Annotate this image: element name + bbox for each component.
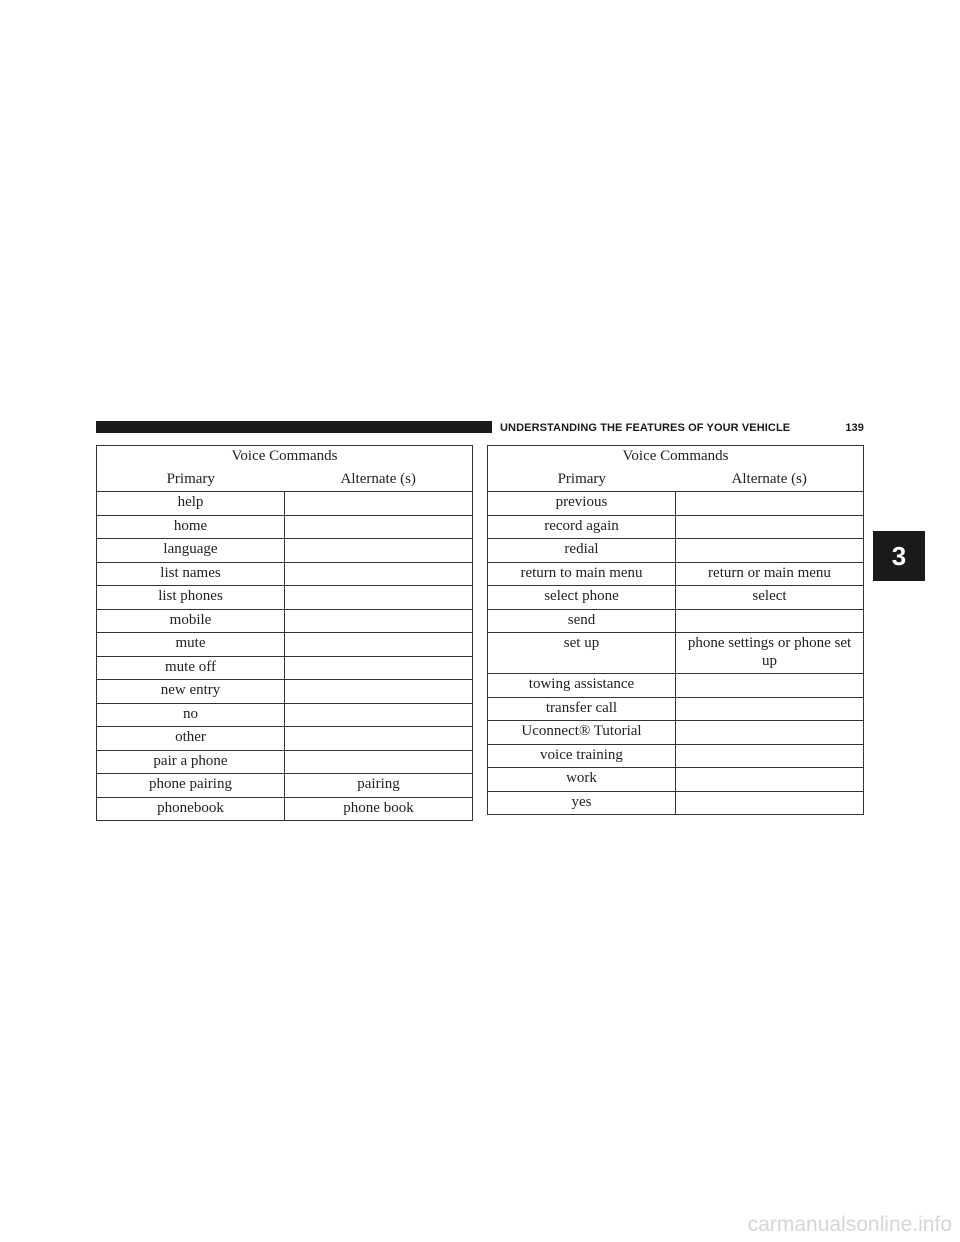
- alternate-command-cell: [284, 749, 473, 774]
- primary-command-cell: Uconnect® Tutorial: [487, 720, 676, 745]
- alternate-command-cell: [675, 538, 864, 563]
- alternate-command-cell: [675, 790, 864, 815]
- table-row: no: [96, 702, 473, 727]
- primary-command-cell: redial: [487, 538, 676, 563]
- primary-command-cell: voice training: [487, 743, 676, 768]
- alternate-command-cell: [675, 696, 864, 721]
- table-row: redial: [487, 538, 864, 563]
- table-row: record again: [487, 514, 864, 539]
- primary-command-cell: mute off: [96, 655, 285, 680]
- table-row: send: [487, 608, 864, 633]
- primary-command-cell: record again: [487, 514, 676, 539]
- primary-command-cell: home: [96, 514, 285, 539]
- table-title: Voice Commands: [96, 445, 473, 469]
- chapter-tab: 3: [873, 531, 925, 581]
- column-header: Primary: [487, 468, 676, 492]
- primary-command-cell: previous: [487, 491, 676, 516]
- alternate-command-cell: [284, 655, 473, 680]
- table-row: help: [96, 491, 473, 516]
- alternate-command-cell: [284, 491, 473, 516]
- column-header: Alternate (s): [284, 468, 473, 492]
- column-header: Alternate (s): [675, 468, 864, 492]
- alternate-command-cell: [675, 491, 864, 516]
- alternate-command-cell: [675, 720, 864, 745]
- primary-command-cell: list phones: [96, 585, 285, 610]
- primary-command-cell: pair a phone: [96, 749, 285, 774]
- primary-command-cell: transfer call: [487, 696, 676, 721]
- primary-command-cell: yes: [487, 790, 676, 815]
- table-row: home: [96, 514, 473, 539]
- watermark: carmanualsonline.info: [747, 1213, 952, 1236]
- alternate-command-cell: [284, 726, 473, 751]
- table-row: pair a phone: [96, 749, 473, 774]
- table-row: voice training: [487, 743, 864, 768]
- primary-command-cell: return to main menu: [487, 561, 676, 586]
- primary-command-cell: mobile: [96, 608, 285, 633]
- table-row: transfer call: [487, 696, 864, 721]
- table-row: list names: [96, 561, 473, 586]
- alternate-command-cell: phone book: [284, 796, 473, 821]
- table-row: previous: [487, 491, 864, 516]
- primary-command-cell: phonebook: [96, 796, 285, 821]
- alternate-command-cell: [284, 585, 473, 610]
- alternate-command-cell: return or main menu: [675, 561, 864, 586]
- table-row: language: [96, 538, 473, 563]
- alternate-command-cell: [675, 608, 864, 633]
- primary-command-cell: new entry: [96, 679, 285, 704]
- primary-command-cell: other: [96, 726, 285, 751]
- alternate-command-cell: [675, 673, 864, 698]
- table-row: mobile: [96, 608, 473, 633]
- primary-command-cell: no: [96, 702, 285, 727]
- table-row: yes: [487, 790, 864, 815]
- alternate-command-cell: [284, 608, 473, 633]
- primary-command-cell: language: [96, 538, 285, 563]
- primary-command-cell: send: [487, 608, 676, 633]
- table-row: new entry: [96, 679, 473, 704]
- table-row: towing assistance: [487, 673, 864, 698]
- alternate-command-cell: [675, 743, 864, 768]
- alternate-command-cell: [675, 514, 864, 539]
- primary-command-cell: towing assistance: [487, 673, 676, 698]
- running-header: UNDERSTANDING THE FEATURES OF YOUR VEHIC…: [500, 419, 864, 437]
- alternate-command-cell: [284, 561, 473, 586]
- primary-command-cell: set up: [487, 632, 676, 674]
- primary-command-cell: list names: [96, 561, 285, 586]
- alternate-command-cell: [284, 538, 473, 563]
- section-title: UNDERSTANDING THE FEATURES OF YOUR VEHIC…: [500, 422, 791, 434]
- table-title: Voice Commands: [487, 445, 864, 469]
- column-header: Primary: [96, 468, 285, 492]
- table-row: Uconnect® Tutorial: [487, 720, 864, 745]
- primary-command-cell: select phone: [487, 585, 676, 610]
- header-rule: [96, 421, 492, 433]
- alternate-command-cell: [675, 767, 864, 792]
- primary-command-cell: work: [487, 767, 676, 792]
- table-row: mute off: [96, 655, 473, 680]
- primary-command-cell: phone pairing: [96, 773, 285, 798]
- alternate-command-cell: [284, 632, 473, 657]
- alternate-command-cell: select: [675, 585, 864, 610]
- page-number: 139: [845, 422, 864, 434]
- alternate-command-cell: [284, 514, 473, 539]
- table-row: other: [96, 726, 473, 751]
- table-row: list phones: [96, 585, 473, 610]
- primary-command-cell: help: [96, 491, 285, 516]
- alternate-command-cell: phone settings or phone set up: [675, 632, 864, 674]
- alternate-command-cell: [284, 702, 473, 727]
- alternate-command-cell: [284, 679, 473, 704]
- alternate-command-cell: pairing: [284, 773, 473, 798]
- table-row: mute: [96, 632, 473, 657]
- table-row: work: [487, 767, 864, 792]
- primary-command-cell: mute: [96, 632, 285, 657]
